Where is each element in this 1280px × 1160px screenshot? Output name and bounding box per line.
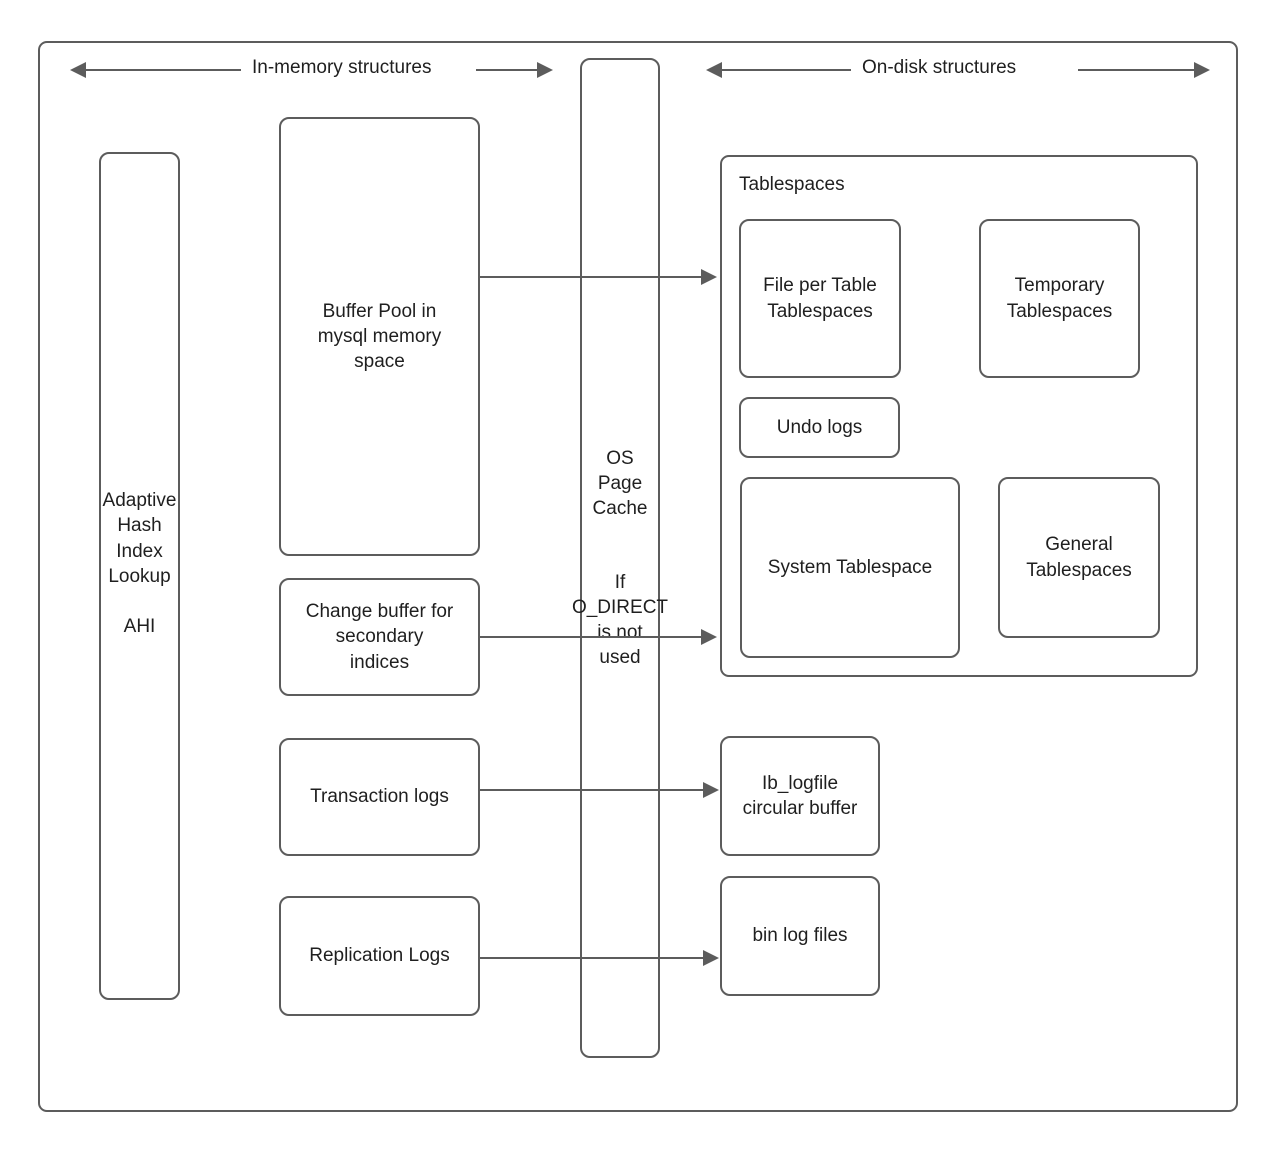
connector-line [480, 957, 704, 960]
connector-line [480, 636, 702, 639]
file-per-table-tablespaces-box[interactable]: File per Table Tablespaces [739, 219, 901, 378]
general-tablespaces-label: General Tablespaces [1026, 534, 1132, 581]
arrow-right-icon [701, 628, 717, 645]
change-buffer-box[interactable]: Change buffer for secondary indices [279, 578, 480, 696]
arrow-right-icon [701, 268, 717, 285]
tablespaces-group-label: Tablespaces [739, 174, 845, 195]
redo-logfile-box[interactable]: Ib_logfile circular buffer [720, 736, 880, 856]
connector-line [480, 276, 702, 279]
band-line-right-in-memory [476, 69, 538, 72]
connector-line [480, 789, 704, 792]
temporary-tablespaces-label: Temporary Tablespaces [1006, 275, 1113, 322]
arrow-right-icon [1194, 61, 1210, 78]
band-label-on-disk: On-disk structures [862, 57, 1017, 78]
arrow-left-icon [706, 61, 722, 78]
undo-logs-box[interactable]: Undo logs [739, 397, 900, 458]
arrow-right-icon [703, 949, 719, 966]
system-tablespace-box[interactable]: System Tablespace [740, 477, 960, 658]
bin-log-files-box[interactable]: bin log files [720, 876, 880, 996]
band-label-in-memory: In-memory structures [252, 57, 432, 78]
redo-logfile-label: Ib_logfile circular buffer [742, 772, 858, 819]
transaction-logs-box[interactable]: Transaction logs [279, 738, 480, 856]
system-tablespace-label: System Tablespace [767, 556, 933, 578]
adaptive-hash-index-label: Adaptive Hash Index Lookup AHI [102, 490, 177, 638]
temporary-tablespaces-box[interactable]: Temporary Tablespaces [979, 219, 1140, 378]
replication-logs-label: Replication Logs [309, 945, 450, 967]
adaptive-hash-index-box[interactable] [99, 152, 180, 1000]
general-tablespaces-box[interactable]: General Tablespaces [998, 477, 1160, 638]
buffer-pool-box[interactable]: Buffer Pool in mysql memory space [279, 117, 480, 556]
tablespaces-group [720, 155, 1198, 677]
band-line-left-on-disk [721, 69, 851, 72]
change-buffer-label: Change buffer for secondary indices [305, 601, 454, 673]
undo-logs-label: Undo logs [776, 416, 863, 438]
arrow-left-icon [70, 61, 86, 78]
buffer-pool-label: Buffer Pool in mysql memory space [317, 300, 442, 373]
file-per-table-tablespaces-label: File per Table Tablespaces [763, 275, 877, 322]
arrow-right-icon [537, 61, 553, 78]
bin-log-files-label: bin log files [752, 925, 848, 947]
replication-logs-box[interactable]: Replication Logs [279, 896, 480, 1016]
band-line-right-on-disk [1078, 69, 1203, 72]
transaction-logs-label: Transaction logs [310, 786, 449, 808]
outer-frame [38, 41, 1238, 1112]
arrow-right-icon [703, 781, 719, 798]
os-page-cache-box[interactable] [580, 58, 660, 1058]
band-line-left-in-memory [85, 69, 241, 72]
